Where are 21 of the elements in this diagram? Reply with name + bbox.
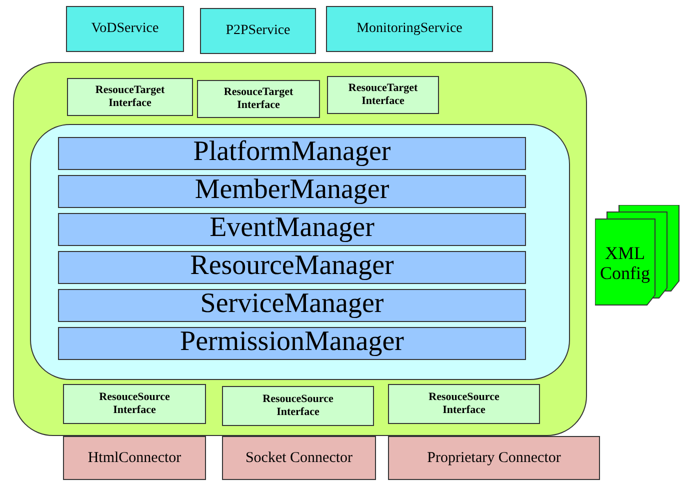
interface-box: ResouceTarget Interface: [67, 78, 193, 116]
core-panel: [30, 124, 570, 380]
connector-box: Socket Connector: [222, 436, 376, 480]
service-box: MonitoringService: [326, 6, 493, 52]
manager-bar: ResourceManager: [58, 251, 526, 284]
manager-bar: PlatformManager: [58, 137, 526, 170]
interface-box: ResouceSource Interface: [63, 384, 206, 424]
interface-box: ResouceSource Interface: [388, 384, 540, 424]
framework-panel: [13, 62, 587, 436]
connector-box: HtmlConnector: [63, 436, 206, 480]
interface-box: ResouceTarget Interface: [327, 76, 439, 114]
interface-box: ResouceTarget Interface: [197, 80, 320, 118]
manager-bar: MemberManager: [58, 175, 526, 208]
manager-bar: ServiceManager: [58, 289, 526, 322]
manager-bar: EventManager: [58, 213, 526, 246]
interface-box: ResouceSource Interface: [222, 386, 374, 426]
service-box: VoDService: [66, 6, 184, 52]
document-label: XML Config: [598, 243, 651, 283]
connector-box: Proprietary Connector: [388, 436, 600, 480]
service-box: P2PService: [200, 8, 316, 54]
manager-bar: PermissionManager: [58, 327, 526, 360]
